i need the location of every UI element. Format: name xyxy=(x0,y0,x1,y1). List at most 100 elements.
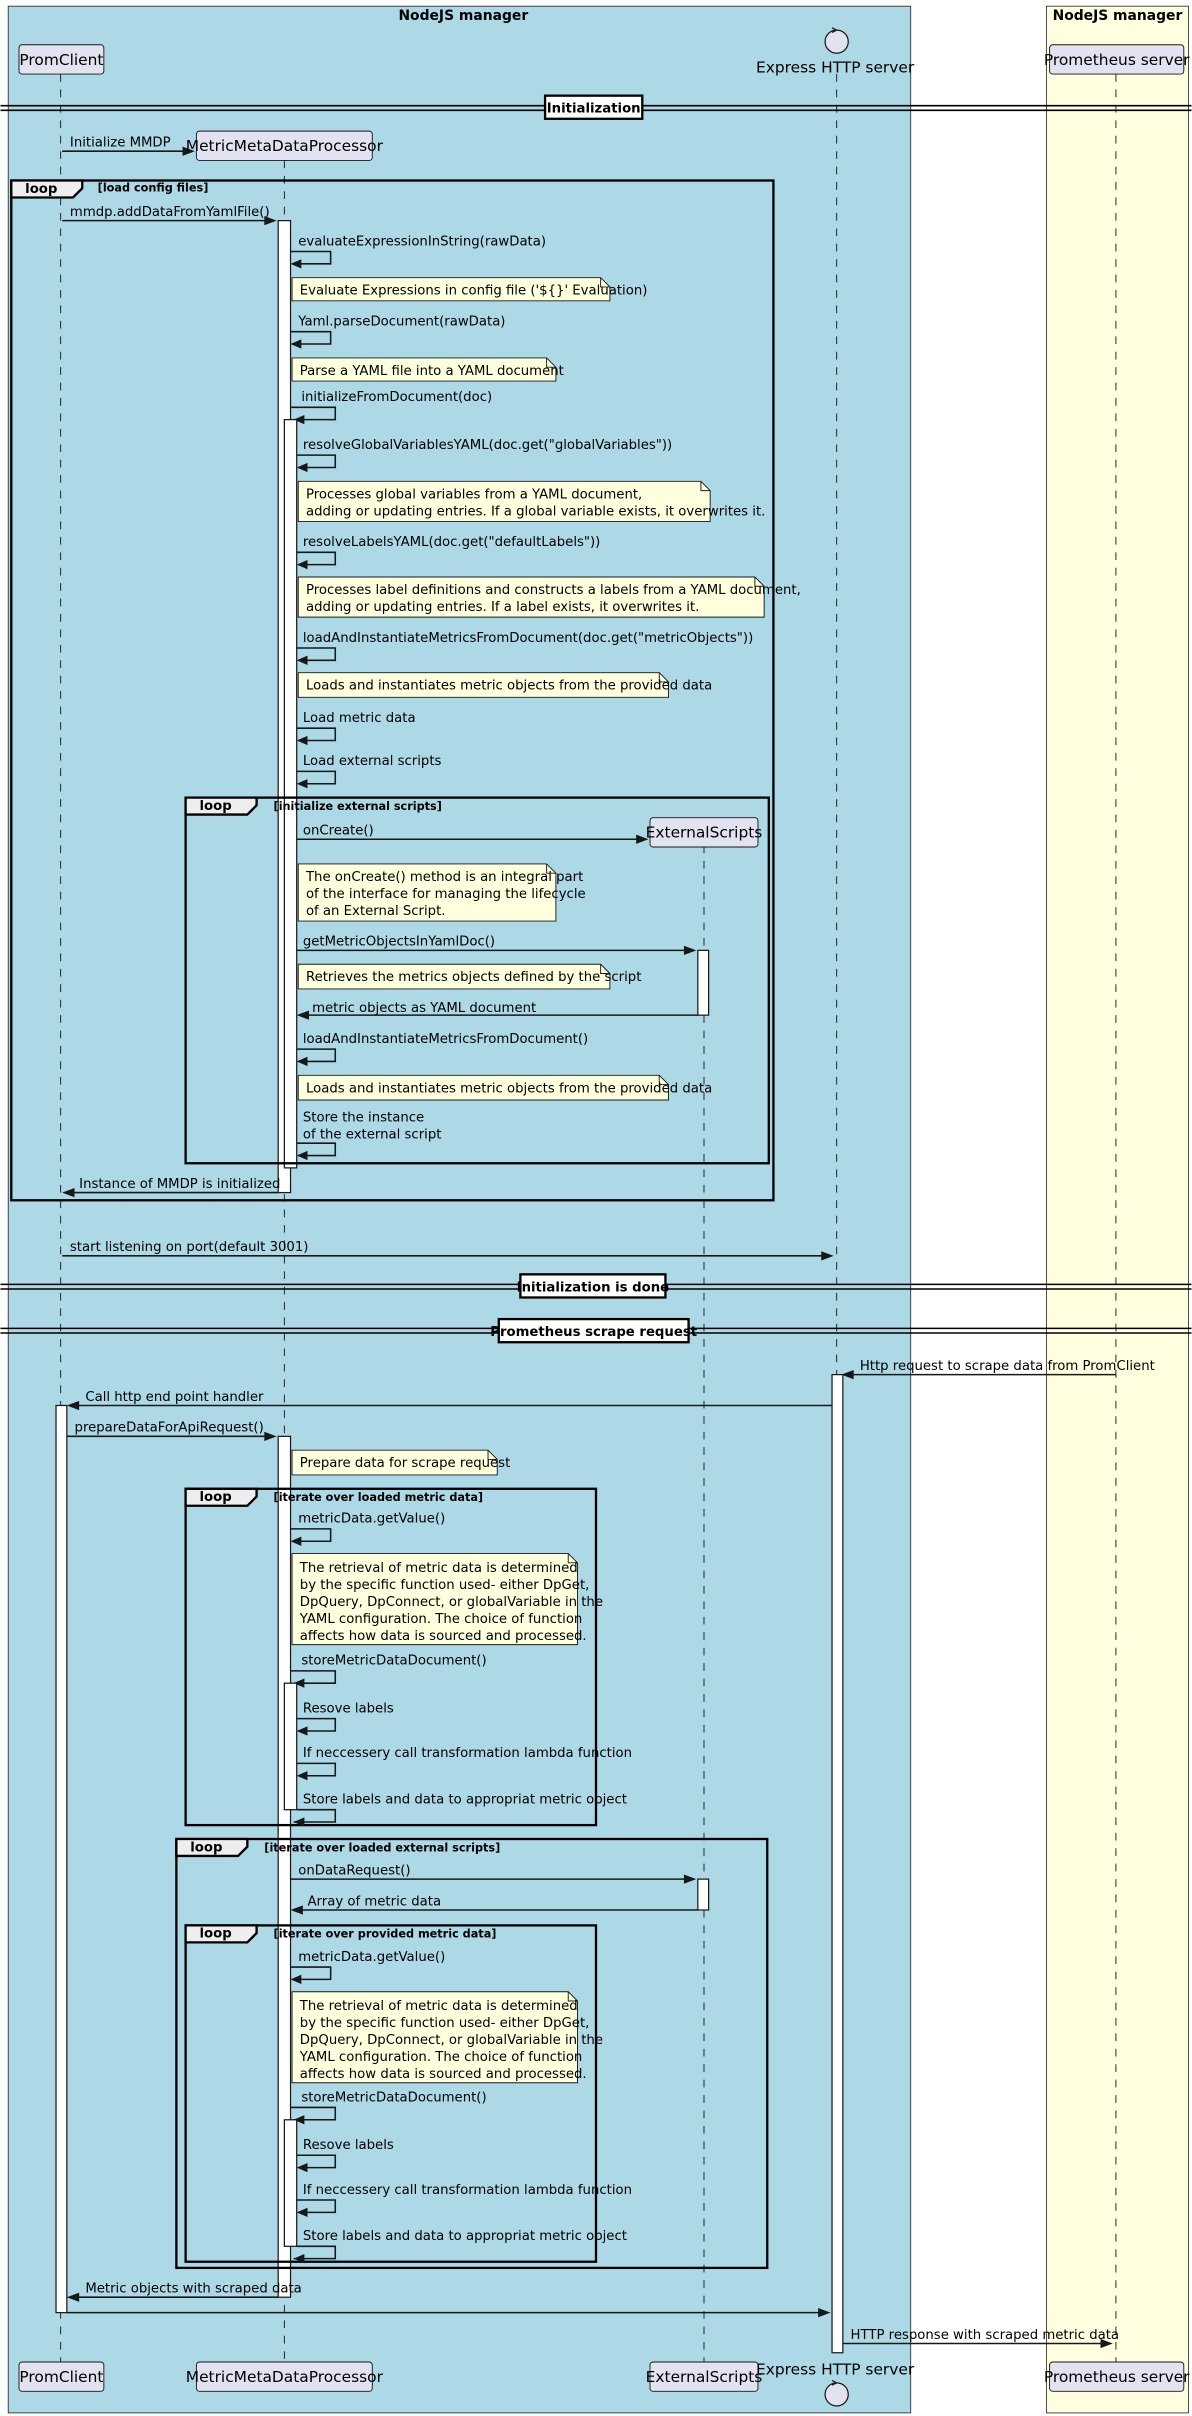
self-call-init-from-doc: initializeFromDocument(doc) xyxy=(290,390,492,425)
note-oncreate-text-1: The onCreate() method is an integral par… xyxy=(305,870,583,885)
note-eval xyxy=(291,277,611,302)
participant-mmdp-bottom-label: MetricMetaDataProcessor xyxy=(186,2368,384,2386)
loop-iterate-provided-keyword: loop xyxy=(200,1927,232,1942)
msg-store-labels-2: Store labels and data to appropriat metr… xyxy=(303,2229,627,2244)
msg-resolve-labels-1: Resove labels xyxy=(303,1701,394,1716)
participant-mmdp-created[interactable] xyxy=(195,130,373,161)
participant-external-bottom-label: ExternalScripts xyxy=(646,2368,763,2386)
loop-iterate-metric xyxy=(184,1487,598,1827)
self-call-load-instantiate2: loadAndInstantiateMetricsFromDocument() xyxy=(296,1032,588,1067)
loop-load-config-keyword: loop xyxy=(25,182,57,197)
note-retrieves xyxy=(297,963,611,990)
loop-init-scripts xyxy=(184,796,770,1165)
activation-external-get xyxy=(697,949,710,1016)
note-retrieval-2-text-3: DpQuery, DpConnect, or globalVariable in… xyxy=(300,2033,603,2048)
self-call-resolve-labels-2: Resove labels xyxy=(296,2138,394,2173)
msg-prepare-data: prepareDataForApiRequest() xyxy=(75,1421,264,1436)
note-retrieval-2-text-2: by the specific function used- either Dp… xyxy=(300,2016,590,2031)
participant-prometheus-top[interactable] xyxy=(1049,44,1185,75)
msg-metric-objects-yaml: metric objects as YAML document xyxy=(312,1001,536,1016)
msg-call-handler: Call http end point handler xyxy=(85,1390,264,1405)
loop-iterate-provided xyxy=(184,1924,598,2263)
loop-load-config-guard: [load config files] xyxy=(98,181,209,194)
loop-load-config xyxy=(10,179,775,1202)
arrowhead-get-metric-objects xyxy=(683,945,697,955)
self-call-load-instantiate: loadAndInstantiateMetricsFromDocument(do… xyxy=(296,631,753,665)
boundary-express-top-arrow-icon xyxy=(831,27,839,33)
note-retrieves-text: Retrieves the metrics objects defined by… xyxy=(306,970,641,985)
arrowhead-return-express xyxy=(818,2308,831,2318)
self-call-store-doc-2: storeMetricDataDocument() xyxy=(290,2090,487,2125)
note-oncreate-text-3: of an External Script. xyxy=(306,904,446,919)
msg-metric-objects-scraped: Metric objects with scraped data xyxy=(85,2282,301,2297)
note-global xyxy=(297,480,711,522)
loop-iterate-provided-guard: [iterate over provided metric data] xyxy=(274,1928,497,1941)
arrowhead-start-listening xyxy=(821,1251,834,1261)
divider-scrape-box xyxy=(497,1317,690,1344)
msg-load-instantiate: loadAndInstantiateMetricsFromDocument(do… xyxy=(303,631,753,646)
arrowhead-call-handler xyxy=(66,1400,80,1411)
self-call-get-value-1: metricData.getValue() xyxy=(290,1512,445,1546)
note-parse-text: Parse a YAML file into a YAML document xyxy=(300,364,564,379)
loop-iterate-scripts-keyword: loop xyxy=(190,1840,222,1855)
divider-done-label: Initialization is done xyxy=(517,1280,670,1295)
msg-init-from-doc: initializeFromDocument(doc) xyxy=(301,390,492,405)
note-labels-text-2: adding or updating entries. If a label e… xyxy=(306,600,699,615)
msg-store-doc-1: storeMetricDataDocument() xyxy=(301,1654,486,1669)
participant-prometheus-bottom[interactable] xyxy=(1049,2361,1185,2392)
msg-http-response: HTTP response with scraped metric data xyxy=(851,2328,1120,2343)
arrowhead-add-data xyxy=(264,215,277,226)
msg-yaml-parse: Yaml.parseDocument(rawData) xyxy=(297,315,505,330)
loop-iterate-metric-tab xyxy=(184,1487,258,1507)
activation-mmdp-init-doc xyxy=(283,419,298,1169)
self-call-load-external: Load external scripts xyxy=(296,754,442,789)
participant-external-created[interactable] xyxy=(649,817,759,848)
participant-promclient-top[interactable] xyxy=(18,44,105,75)
divider-scrape-label: Prometheus scrape request xyxy=(490,1325,697,1340)
arrowhead-prepare-data xyxy=(264,1431,277,1441)
participant-mmdp-bottom[interactable] xyxy=(195,2361,373,2392)
msg-array-metric: Array of metric data xyxy=(307,1894,441,1909)
left-box-title: NodeJS manager xyxy=(398,8,528,24)
arrowhead-instance-initialized xyxy=(62,1187,75,1198)
participant-promclient-bottom-label: PromClient xyxy=(19,2368,103,2386)
arrowhead-http-response xyxy=(1100,2338,1113,2349)
note-instantiate-text: Loads and instantiates metric objects fr… xyxy=(306,679,712,694)
msg-load-external: Load external scripts xyxy=(303,754,442,769)
participant-express-top-label: Express HTTP server xyxy=(756,59,915,77)
msg-transform-1: If neccessery call transformation lambda… xyxy=(303,1746,632,1761)
msg-instance-initialized: Instance of MMDP is initialized xyxy=(79,1177,280,1192)
msg-get-metric-objects: getMetricObjectsInYamlDoc() xyxy=(303,935,495,950)
divider-done-box xyxy=(519,1273,667,1299)
note-prepare xyxy=(291,1449,498,1476)
loop-iterate-scripts-guard: [iterate over loaded external scripts] xyxy=(264,1841,500,1854)
msg-get-value-1: metricData.getValue() xyxy=(298,1512,445,1527)
self-call-resolve-global: resolveGlobalVariablesYAML(doc.get("glob… xyxy=(296,438,672,473)
msg-eval-expr: evaluateExpressionInString(rawData) xyxy=(298,234,546,249)
msg-on-data-request: onDataRequest() xyxy=(298,1863,410,1878)
note-eval-text: Evaluate Expressions in config file ('${… xyxy=(300,284,648,299)
msg-resolve-global: resolveGlobalVariablesYAML(doc.get("glob… xyxy=(303,438,672,453)
msg-on-create: onCreate() xyxy=(303,824,374,839)
note-retrieval-1-text-4: YAML configuration. The choice of functi… xyxy=(299,1612,583,1627)
msg-load-instantiate2: loadAndInstantiateMetricsFromDocument() xyxy=(303,1032,588,1047)
msg-http-request: Http request to scrape data from PromCli… xyxy=(860,1359,1155,1374)
activation-promclient xyxy=(55,1404,68,2314)
loop-init-scripts-guard: [initialize external scripts] xyxy=(274,800,442,813)
participant-mmdp-created-label: MetricMetaDataProcessor xyxy=(186,137,384,155)
note-retrieval-1-text-1: The retrieval of metric data is determin… xyxy=(299,1561,578,1576)
participant-external-bottom[interactable] xyxy=(649,2361,759,2392)
boundary-express-bottom-arrow-icon xyxy=(831,2379,839,2386)
note-oncreate xyxy=(297,863,557,922)
participant-promclient-bottom[interactable] xyxy=(18,2361,105,2392)
divider-initialization-label: Initialization xyxy=(547,102,641,117)
msg-initialize-mmdp: Initialize MMDP xyxy=(70,136,171,151)
msg-store-instance-1: Store the instance xyxy=(303,1111,424,1126)
right-box-background xyxy=(1046,5,1189,2414)
note-global-text-1: Processes global variables from a YAML d… xyxy=(306,487,642,502)
participant-external-created-label: ExternalScripts xyxy=(646,824,763,842)
activation-mmdp-store-1 xyxy=(283,1682,298,1811)
note-parse xyxy=(291,357,557,382)
